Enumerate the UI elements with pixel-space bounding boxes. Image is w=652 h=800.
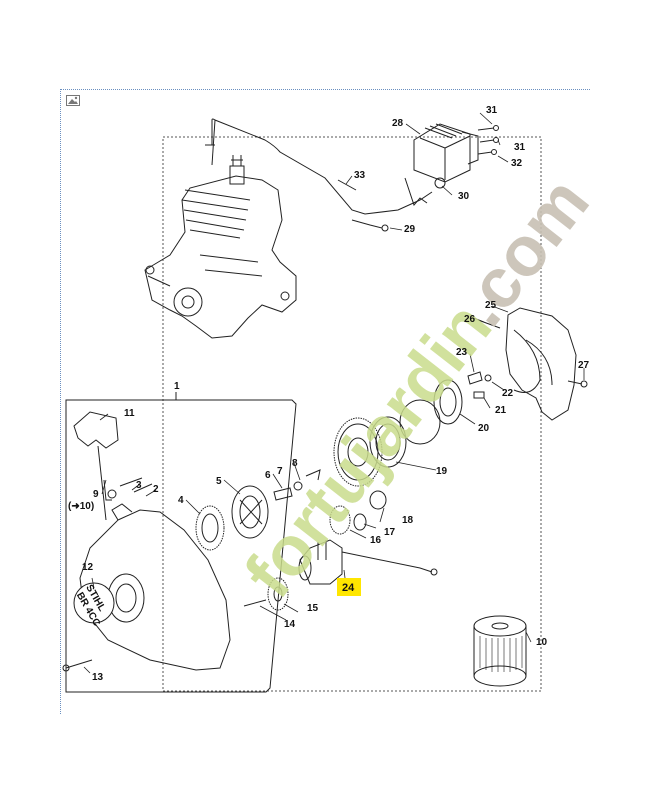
callout-10: 10 bbox=[536, 637, 548, 648]
callout-5: 5 bbox=[216, 476, 222, 487]
callout-30: 30 bbox=[458, 191, 470, 202]
watermark: fortujardin .com bbox=[229, 163, 603, 612]
part-9-rope-guide bbox=[103, 479, 112, 501]
callout-20: 20 bbox=[478, 423, 490, 434]
callout-4: 4 bbox=[178, 495, 184, 506]
callout-12: 12 bbox=[82, 562, 94, 573]
callout-15: 15 bbox=[307, 603, 319, 614]
callout-22: 22 bbox=[502, 388, 514, 399]
part-23-clip bbox=[467, 371, 483, 385]
diagram-frame bbox=[60, 89, 590, 714]
callout-29: 29 bbox=[404, 224, 416, 235]
callout-9: 9 bbox=[93, 489, 99, 500]
callout-31a: 31 bbox=[486, 105, 498, 116]
part-30-plug bbox=[434, 177, 446, 189]
callout-14: 14 bbox=[284, 619, 296, 630]
callout-13: 13 bbox=[92, 672, 104, 683]
callout-24-highlighted: 24 bbox=[342, 582, 355, 594]
part-11-handle bbox=[73, 411, 119, 449]
cable-harness bbox=[211, 118, 433, 215]
part-20-ring bbox=[399, 399, 441, 445]
callout-16: 16 bbox=[370, 535, 382, 546]
callout-18: 18 bbox=[402, 515, 414, 526]
callout-8: 8 bbox=[292, 458, 298, 469]
callout-11: 11 bbox=[124, 408, 135, 419]
wire-lead bbox=[404, 177, 428, 206]
part-16-gear bbox=[329, 505, 351, 535]
watermark-brand: fortujardin bbox=[229, 288, 506, 612]
part-17-ring bbox=[353, 513, 367, 531]
callout-25: 25 bbox=[485, 300, 497, 311]
part-2-bushing bbox=[119, 477, 153, 493]
callout-33: 33 bbox=[354, 170, 366, 181]
callout-1: 1 bbox=[174, 381, 180, 392]
part-20-housing bbox=[433, 379, 463, 425]
callout-23: 23 bbox=[456, 347, 468, 358]
highlight-box bbox=[337, 578, 361, 596]
callout-27: 27 bbox=[578, 360, 590, 371]
callout-21: 21 bbox=[495, 405, 507, 416]
callout-28: 28 bbox=[392, 118, 404, 129]
part-15-gear bbox=[267, 577, 289, 611]
part-8-spring bbox=[305, 469, 321, 481]
callout-labels: 1 2 3 4 5 6 7 8 9 10 11 12 13 14 15 16 1… bbox=[68, 105, 590, 683]
part-19-gear bbox=[333, 416, 407, 487]
part-13-screw bbox=[65, 659, 93, 669]
part-4-spring bbox=[195, 505, 225, 551]
part-7-washer bbox=[293, 481, 303, 491]
callout-31b: 31 bbox=[514, 142, 526, 153]
callout-3: 3 bbox=[136, 480, 142, 491]
callout-32: 32 bbox=[511, 158, 523, 169]
part-5-rope-rotor bbox=[231, 485, 269, 539]
part-22-washer bbox=[484, 374, 492, 382]
screws-31-32 bbox=[477, 127, 495, 155]
part-12-badge bbox=[73, 582, 115, 624]
part-24-starter-motor bbox=[298, 539, 438, 585]
part-18-gear bbox=[369, 490, 387, 510]
part-33-sleeve bbox=[337, 179, 357, 191]
callout-7: 7 bbox=[277, 466, 283, 477]
part-3-eyelet bbox=[107, 489, 117, 499]
image-placeholder-icon bbox=[66, 95, 80, 106]
engine-block bbox=[144, 155, 297, 339]
part-21-block bbox=[473, 391, 485, 399]
part-29-wire bbox=[351, 219, 383, 229]
part-14-pin bbox=[243, 599, 267, 607]
fan-housing bbox=[505, 307, 577, 421]
ref-arrow-10: (➜10) bbox=[68, 501, 94, 512]
ignition-module bbox=[413, 123, 479, 183]
callout-6: 6 bbox=[265, 470, 271, 481]
part-6-pawl bbox=[273, 487, 293, 501]
part-10-cable-roll bbox=[473, 615, 527, 687]
assembly-outline bbox=[162, 136, 542, 692]
part-27-screw bbox=[567, 380, 583, 385]
callout-19: 19 bbox=[436, 466, 448, 477]
starter-assembly-bracket bbox=[65, 399, 297, 693]
leader-lines bbox=[83, 112, 585, 674]
callout-17: 17 bbox=[384, 527, 396, 538]
callout-2: 2 bbox=[153, 484, 159, 495]
callout-26: 26 bbox=[464, 314, 476, 325]
